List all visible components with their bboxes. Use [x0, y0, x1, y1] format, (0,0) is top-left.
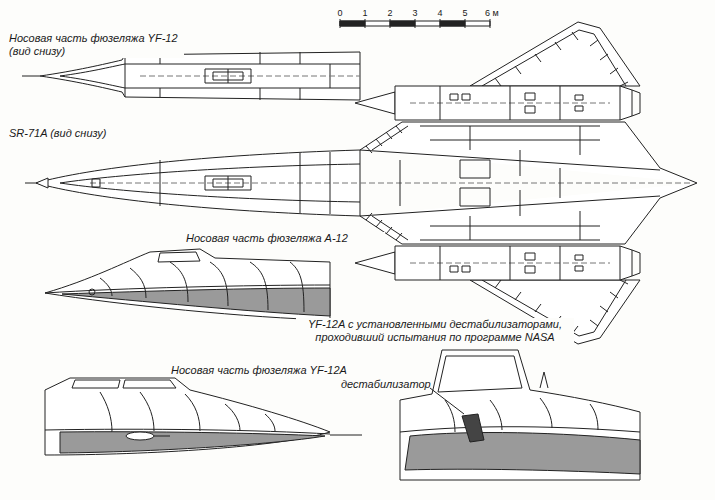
sr71a-bottom-view: [460, 188, 490, 206]
sr71a-bottom-view: [205, 176, 251, 190]
yf12-nose-bottom-view: [60, 64, 360, 88]
sr71a-bottom-view: [25, 183, 36, 184]
yf12a-nasa-detail: [400, 427, 640, 432]
scale-bar: [340, 19, 490, 28]
sr71a-bottom-view: [460, 160, 490, 178]
yf12-nose-bottom-view: [228, 69, 229, 83]
scale-number: 3: [405, 8, 425, 18]
scale-bar: [340, 21, 365, 26]
sr71a-bottom-view: [400, 160, 560, 206]
yf12a-nasa-detail: [400, 350, 640, 480]
sr71a-bottom-view: [366, 126, 402, 153]
scale-number: 1: [355, 8, 375, 18]
sr71a-bottom-view: [575, 95, 583, 100]
yf12a-nose-side-view: [126, 432, 154, 440]
sr71a-bottom-view: [495, 32, 628, 86]
yf12a-nasa-detail: [405, 433, 640, 474]
sr71a-bottom-view: [25, 22, 697, 344]
sr71a-bottom-view: [228, 176, 229, 190]
yf12a-nose-side-view: [154, 436, 170, 437]
scale-number: 0: [330, 8, 350, 18]
yf12a-nose-side-view: [45, 378, 362, 455]
sr71a-bottom-view: [470, 22, 640, 86]
sr71a-bottom-view: [90, 183, 690, 184]
view-caption: Носовая часть фюзеляжа A-12: [185, 232, 385, 245]
scale-number: 4: [430, 8, 450, 18]
view-caption: Носовая часть фюзеляжа YF-12 (вид снизу): [8, 32, 184, 58]
sr71a-bottom-view: [482, 30, 626, 86]
yf12a-nose-side-view: [45, 378, 330, 455]
yf12-nose-bottom-view: [22, 52, 360, 100]
sr71a-bottom-view: [620, 86, 640, 120]
yf12a-nose-side-view: [330, 435, 362, 436]
yf12-nose-bottom-view: [205, 69, 251, 83]
sr71a-bottom-view: [575, 106, 583, 111]
yf12a-nose-side-view: [100, 392, 275, 432]
scale-bar: [390, 21, 415, 26]
yf12a-nasa-detail: [400, 350, 640, 480]
sr71a-bottom-view: [355, 92, 395, 114]
view-caption: Носовая часть фюзеляжа YF-12A: [170, 364, 390, 377]
yf12a-nasa-detail: [430, 388, 464, 414]
sr71a-bottom-view: [36, 178, 48, 188]
a12-nose-side-view: [62, 288, 330, 316]
sr71a-bottom-view: [360, 122, 697, 183]
a12-nose-side-view: [89, 289, 95, 295]
scale-number: 2: [380, 8, 400, 18]
a12-nose-side-view: [45, 249, 330, 320]
view-caption: YF-12A с установленными дестабилизаторам…: [296, 318, 574, 344]
callout-label: дестабилизатор: [340, 378, 428, 391]
view-caption: SR-71A (вид снизу): [8, 127, 168, 140]
scale-unit: 6 м: [484, 8, 514, 18]
yf12a-nose-side-view: [72, 380, 176, 388]
yf12a-nose-side-view: [60, 432, 325, 453]
yf12-nose-bottom-view: [140, 76, 360, 77]
a12-nose-side-view: [158, 252, 200, 262]
yf12-nose-bottom-view: [22, 76, 40, 77]
sr71a-bottom-view: [450, 94, 458, 100]
sr71a-bottom-view: [440, 86, 560, 120]
sr71a-bottom-view: [525, 106, 535, 113]
scale-bar: [440, 21, 465, 26]
yf12a-nasa-detail: [540, 372, 548, 388]
sr71a-bottom-view: [395, 86, 632, 120]
sr71a-bottom-view: [525, 93, 535, 100]
sr71a-bottom-view: [160, 152, 330, 214]
sr71a-bottom-view: [360, 126, 660, 170]
sr71a-bottom-view: [420, 126, 600, 176]
yf12a-nasa-detail: [462, 414, 484, 442]
sr71a-bottom-view: [355, 22, 697, 183]
a12-nose-side-view: [100, 262, 304, 312]
yf12a-nasa-detail: [438, 356, 522, 392]
yf12a-nose-side-view: [45, 429, 330, 434]
sr71a-bottom-view: [92, 179, 100, 187]
a12-nose-side-view: [45, 249, 330, 320]
yf12-nose-bottom-view: [125, 52, 330, 100]
yf12-nose-bottom-view: [40, 52, 360, 100]
scale-number: 5: [455, 8, 475, 18]
scale-bar: [340, 19, 490, 28]
sr71a-bottom-view: [462, 94, 470, 100]
